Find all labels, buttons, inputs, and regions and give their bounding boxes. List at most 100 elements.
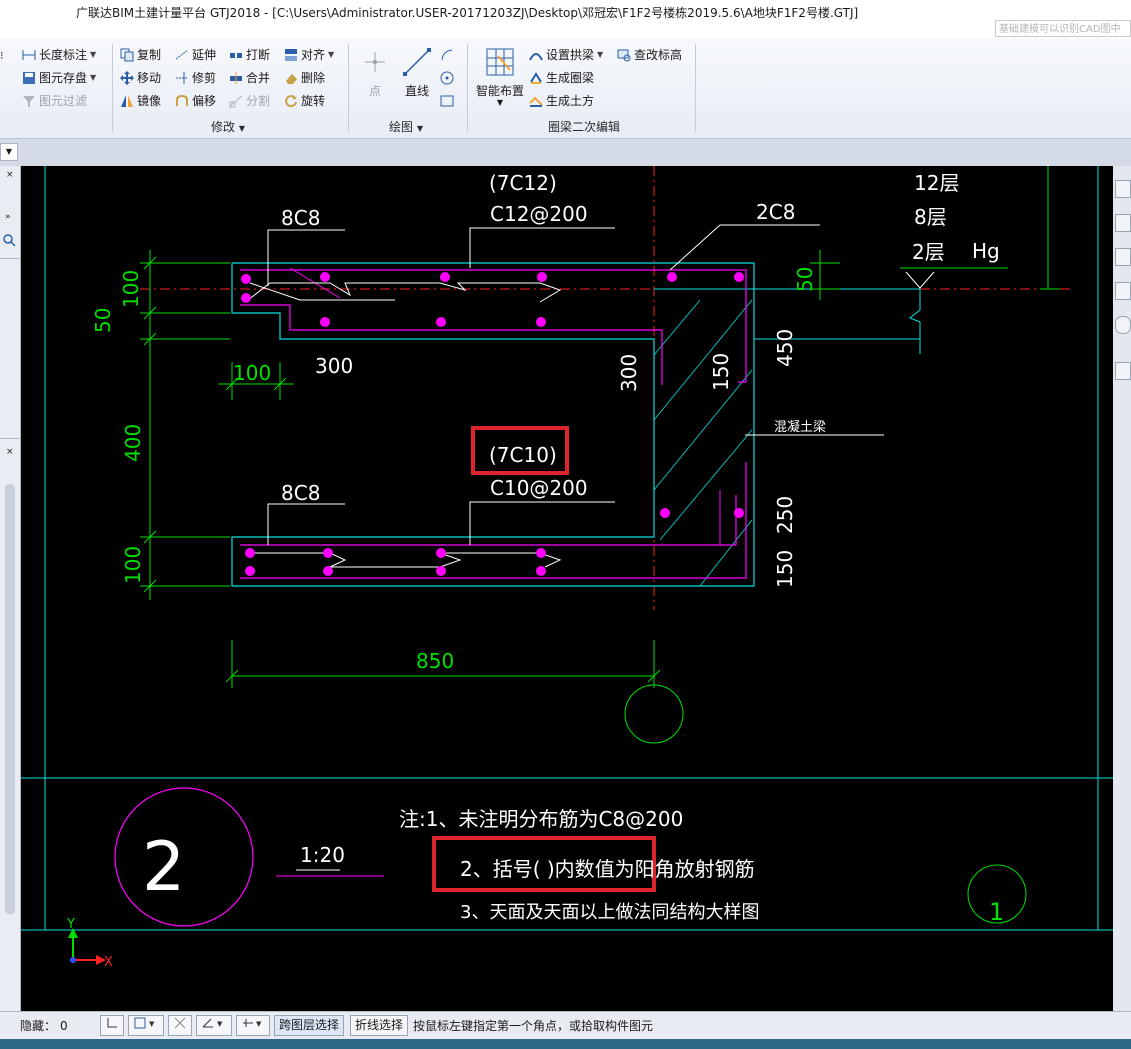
note-3: 3、天面及天面以上做法同结构大样图	[460, 902, 759, 923]
dim-100-top: 100	[119, 270, 143, 308]
window-title: 广联达BIM土建计量平台 GTJ2018 - [C:\Users\Adminis…	[76, 6, 859, 20]
partial-menu-button[interactable]: ⁝	[0, 49, 4, 62]
cross-layer-select-button[interactable]: 跨图层选择	[274, 1015, 345, 1036]
rectangle-button[interactable]	[440, 91, 457, 111]
ucs-y-label: Y	[66, 917, 75, 932]
save-element-button[interactable]: 图元存盘▼	[22, 68, 96, 88]
ribbon-separator	[348, 44, 349, 132]
mirror-button[interactable]: 镜像	[120, 91, 161, 111]
ortho-icon	[107, 1018, 117, 1028]
trim-button[interactable]: 修剪	[175, 68, 216, 88]
dim-250: 250	[773, 496, 797, 534]
cad-drawing-canvas[interactable]: (7C12) C12@200 8C8 2C8 12层 8层 2层 Hg 300 …	[21, 166, 1113, 1011]
dim-toggle-button[interactable]: ▼	[236, 1015, 270, 1036]
dim-toggle-icon: ▼	[243, 1019, 262, 1028]
orbit-button[interactable]	[1115, 316, 1131, 334]
svg-text:▼: ▼	[149, 1020, 155, 1028]
rotate-icon	[284, 94, 298, 108]
panel-close-icon[interactable]: ×	[6, 447, 14, 457]
dim-450: 450	[773, 329, 797, 367]
angle-button[interactable]: ▼	[196, 1015, 232, 1036]
extend-label: 延伸	[192, 48, 217, 62]
draw-group-label[interactable]: 绘图 ▼	[389, 120, 423, 134]
dim-150-upper: 150	[709, 353, 733, 391]
earthwork-icon	[529, 94, 543, 108]
circle-button[interactable]	[440, 68, 457, 88]
cad-search-input[interactable]: 基础建模可以识别CAD图中	[995, 20, 1131, 37]
top-bracket-bars: (7C12)	[489, 171, 557, 195]
length-dim-icon	[22, 48, 36, 62]
3d-view-button[interactable]	[1115, 214, 1131, 232]
align-button[interactable]: 对齐▼	[284, 45, 334, 65]
line-button[interactable]: 直线	[400, 46, 434, 99]
point-button[interactable]: 点	[360, 46, 390, 99]
floor-12-label: 12层	[914, 171, 959, 195]
point-icon	[360, 46, 390, 78]
trim-label: 修剪	[192, 71, 217, 85]
strip-dropdown[interactable]: ▼	[0, 143, 18, 161]
snap-button[interactable]: ▼	[128, 1015, 164, 1036]
panel-scrollbar[interactable]	[5, 484, 15, 914]
panel-expand-icon[interactable]: »	[5, 212, 11, 222]
left-panel: × » ×	[0, 166, 21, 1011]
delete-button[interactable]: 删除	[284, 68, 325, 88]
view-cube-button[interactable]	[1115, 180, 1131, 198]
point-label: 点	[368, 84, 381, 98]
cross-icon	[174, 1017, 186, 1029]
note-1: 注:1、未注明分布筋为C8@200	[399, 807, 683, 831]
check-elevation-label: 查改标高	[634, 48, 683, 62]
scale-label: 1:20	[300, 843, 345, 867]
merge-button[interactable]: 合并	[229, 68, 270, 88]
ring-beam-group-label: 圈梁二次编辑	[548, 120, 621, 134]
detail-number: 2	[142, 828, 185, 907]
top-view-button[interactable]	[1115, 248, 1131, 266]
polyline-select-button[interactable]: 折线选择	[350, 1015, 409, 1036]
floor-2-label: 2层	[912, 240, 945, 264]
length-dim-button[interactable]: 长度标注▼	[22, 45, 96, 65]
length-dim-label: 长度标注	[39, 48, 88, 62]
ribbon-separator	[467, 44, 468, 132]
dim-50-left: 50	[91, 308, 115, 333]
move-label: 移动	[137, 71, 162, 85]
move-button[interactable]: 移动	[120, 68, 161, 88]
break-label: 打断	[246, 48, 271, 62]
dim-50-right: 50	[793, 267, 817, 292]
bottom-bracket-bars: (7C10)	[489, 443, 557, 467]
top-right-bars-label: 2C8	[756, 200, 795, 224]
save-element-icon	[22, 71, 36, 85]
pan-button[interactable]	[1115, 362, 1131, 380]
search-icon[interactable]	[1, 232, 19, 248]
angle-icon: ▼	[202, 1018, 223, 1028]
break-button[interactable]: 打断	[229, 45, 270, 65]
mirror-label: 镜像	[137, 94, 162, 108]
ortho-button[interactable]	[100, 1015, 124, 1036]
zoom-button[interactable]	[1115, 282, 1131, 300]
modify-group-label[interactable]: 修改 ▼	[211, 120, 245, 134]
align-icon	[284, 48, 298, 62]
line-label: 直线	[404, 84, 429, 98]
gen-ring-beam-label: 生成圈梁	[546, 71, 595, 85]
filter-element-button[interactable]: 图元过滤	[22, 91, 87, 111]
bottom-left-bars-label: 8C8	[281, 481, 320, 505]
arc-button[interactable]	[440, 45, 457, 65]
gen-earthwork-button[interactable]: 生成土方	[529, 91, 594, 111]
mirror-icon	[120, 94, 134, 108]
rotate-button[interactable]: 旋转	[284, 91, 325, 111]
check-elevation-button[interactable]: 查改标高	[617, 45, 682, 65]
smart-layout-label: 智能布置	[475, 84, 524, 98]
extend-button[interactable]: 延伸	[175, 45, 216, 65]
save-element-label: 图元存盘	[39, 71, 88, 85]
dim-300-vertical: 300	[617, 354, 641, 392]
copy-button[interactable]: 复制	[120, 45, 161, 65]
cross-button[interactable]	[168, 1015, 192, 1036]
set-arch-beam-button[interactable]: 设置拱梁▼	[529, 45, 603, 65]
offset-button[interactable]: 偏移	[175, 91, 216, 111]
split-button[interactable]: 分割	[229, 91, 270, 111]
gen-ring-beam-button[interactable]: 生成圈梁	[529, 68, 594, 88]
panel-close-icon[interactable]: ×	[6, 170, 14, 180]
smart-layout-button[interactable]: 智能布置 ▼	[474, 46, 526, 107]
ring-beam-icon	[529, 71, 543, 85]
copy-label: 复制	[137, 48, 162, 62]
dim-150-lower: 150	[773, 550, 797, 588]
dim-100-horizontal: 100	[233, 361, 271, 385]
